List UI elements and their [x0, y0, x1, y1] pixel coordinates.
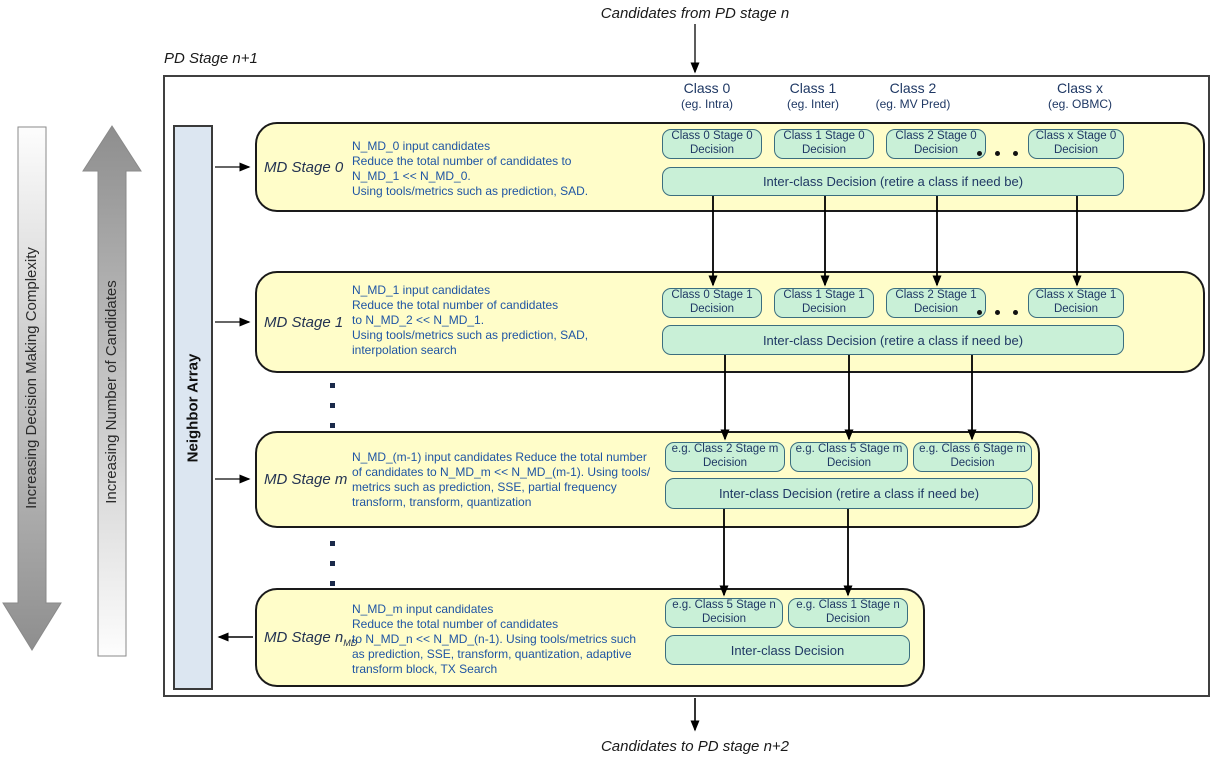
class-decision-box: Class x Stage 1 Decision — [1028, 288, 1124, 318]
class-decision-box: Class 1 Stage 0 Decision — [774, 129, 874, 159]
class-header-name: Class 2 — [889, 80, 937, 96]
md-stage-0-description: N_MD_0 input candidates Reduce the total… — [352, 139, 589, 198]
interclass-decision-box: Inter-class Decision — [665, 635, 910, 665]
class-decision-box: Class 0 Stage 1 Decision — [662, 288, 762, 318]
class-decision-box: Class 0 Stage 0 Decision — [662, 129, 762, 159]
class-header-name: Class x — [1057, 80, 1103, 96]
class-header-example: (eg. Inter) — [786, 97, 840, 111]
bottom-flow-label: Candidates to PD stage n+2 — [600, 738, 790, 755]
md-stage-n-label-subscript: MD — [343, 638, 358, 648]
class-header-example: (eg. Intra) — [680, 97, 734, 111]
pd-stage-label: PD Stage n+1 — [164, 50, 258, 67]
candidates-arrow-label: Increasing Number of Candidates — [103, 280, 120, 503]
complexity-arrow-label: Increasing Decision Making Complexity — [23, 247, 40, 509]
class-decision-box: e.g. Class 5 Stage m Decision — [790, 442, 908, 472]
class-header-x: Class x (eg. OBMC) — [1020, 80, 1140, 111]
class-decision-box: Class 2 Stage 1 Decision — [886, 288, 986, 318]
complexity-down-arrow — [2, 126, 62, 651]
pd-stage-frame — [163, 75, 1210, 697]
md-stage-0-label: MD Stage 0 — [264, 159, 344, 176]
md-stage-m-label: MD Stage m — [264, 471, 348, 488]
class-header-1: Class 1 (eg. Inter) — [753, 80, 873, 111]
interclass-decision-box: Inter-class Decision (retire a class if … — [665, 478, 1033, 509]
class-header-2: Class 2 (eg. MV Pred) — [853, 80, 973, 111]
class-header-name: Class 1 — [789, 80, 837, 96]
class-decision-box: e.g. Class 2 Stage m Decision — [665, 442, 785, 472]
interclass-decision-box: Inter-class Decision (retire a class if … — [662, 167, 1124, 196]
md-stage-n-description: N_MD_m input candidates Reduce the total… — [352, 602, 637, 676]
neighbor-array-box: Neighbor Array — [173, 125, 213, 690]
class-header-name: Class 0 — [683, 80, 731, 96]
class-header-example: (eg. OBMC) — [1047, 97, 1112, 111]
class-decision-box: e.g. Class 1 Stage n Decision — [788, 598, 908, 628]
class-header-0: Class 0 (eg. Intra) — [647, 80, 767, 111]
candidates-up-arrow — [82, 125, 142, 657]
class-decision-box: Class 1 Stage 1 Decision — [774, 288, 874, 318]
interclass-decision-box: Inter-class Decision (retire a class if … — [662, 325, 1124, 355]
md-stage-n-label: MD Stage nMD — [264, 629, 357, 648]
horizontal-ellipsis-icon — [977, 151, 1018, 156]
vertical-ellipsis-icon — [330, 541, 335, 586]
neighbor-array-label: Neighbor Array — [184, 353, 202, 462]
class-decision-box: e.g. Class 6 Stage m Decision — [913, 442, 1032, 472]
top-flow-label: Candidates from PD stage n — [600, 5, 790, 22]
class-decision-box: Class 2 Stage 0 Decision — [886, 129, 986, 159]
md-stage-n-label-text: MD Stage n — [264, 629, 344, 646]
vertical-ellipsis-icon — [330, 383, 335, 428]
md-stage-m-description: N_MD_(m-1) input candidates Reduce the t… — [352, 450, 651, 509]
horizontal-ellipsis-icon — [977, 310, 1018, 315]
class-decision-box: e.g. Class 5 Stage n Decision — [665, 598, 783, 628]
md-stage-1-label: MD Stage 1 — [264, 314, 344, 331]
md-stage-1-description: N_MD_1 input candidates Reduce the total… — [352, 283, 589, 357]
class-decision-box: Class x Stage 0 Decision — [1028, 129, 1124, 159]
class-header-example: (eg. MV Pred) — [875, 97, 951, 111]
